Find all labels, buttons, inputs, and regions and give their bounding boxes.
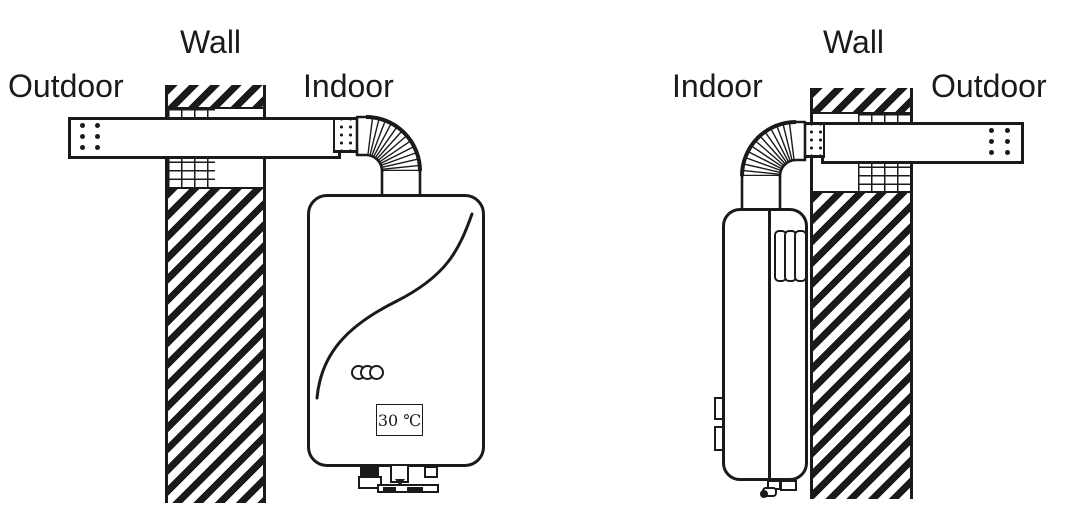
wall-joint-line	[168, 187, 263, 189]
temperature-display: 30 ℃	[376, 404, 423, 436]
right-diagram: Wall Indoor Outdoor	[533, 0, 1066, 525]
wall-brick-outdoor-upper	[858, 114, 910, 124]
wall-brick-outdoor-upper	[168, 109, 215, 119]
wall-joint-line	[813, 112, 910, 114]
flex-duct-elbow	[740, 120, 807, 212]
wall-label: Wall	[823, 24, 885, 60]
wall-joint-line	[168, 107, 263, 109]
panel-seam-line	[768, 211, 771, 478]
pipe-end-cap	[71, 120, 111, 150]
pipe-end-cap	[981, 125, 1021, 155]
temperature-value: 30 ℃	[377, 410, 422, 430]
heater-panel-curve	[315, 212, 474, 400]
flex-duct-elbow	[355, 115, 422, 207]
wall-label: Wall	[180, 24, 242, 60]
wall-hatch-bottom	[168, 189, 263, 503]
wall-joint-line	[813, 191, 910, 193]
duct-connector	[333, 117, 359, 153]
indoor-label: Indoor	[303, 68, 394, 104]
control-knobs	[351, 365, 384, 380]
indoor-label: Indoor	[672, 68, 763, 104]
flue-pipe	[821, 122, 1024, 164]
flue-pipe	[68, 117, 341, 159]
wall-hatch-bottom	[813, 193, 910, 499]
wall-hatch-top	[168, 85, 263, 107]
outdoor-label: Outdoor	[931, 68, 1047, 104]
water-heater-side	[722, 208, 808, 481]
wall-hatch-top	[813, 88, 910, 112]
left-diagram: Wall Outdoor Indoor	[8, 24, 485, 503]
outdoor-label: Outdoor	[8, 68, 124, 104]
